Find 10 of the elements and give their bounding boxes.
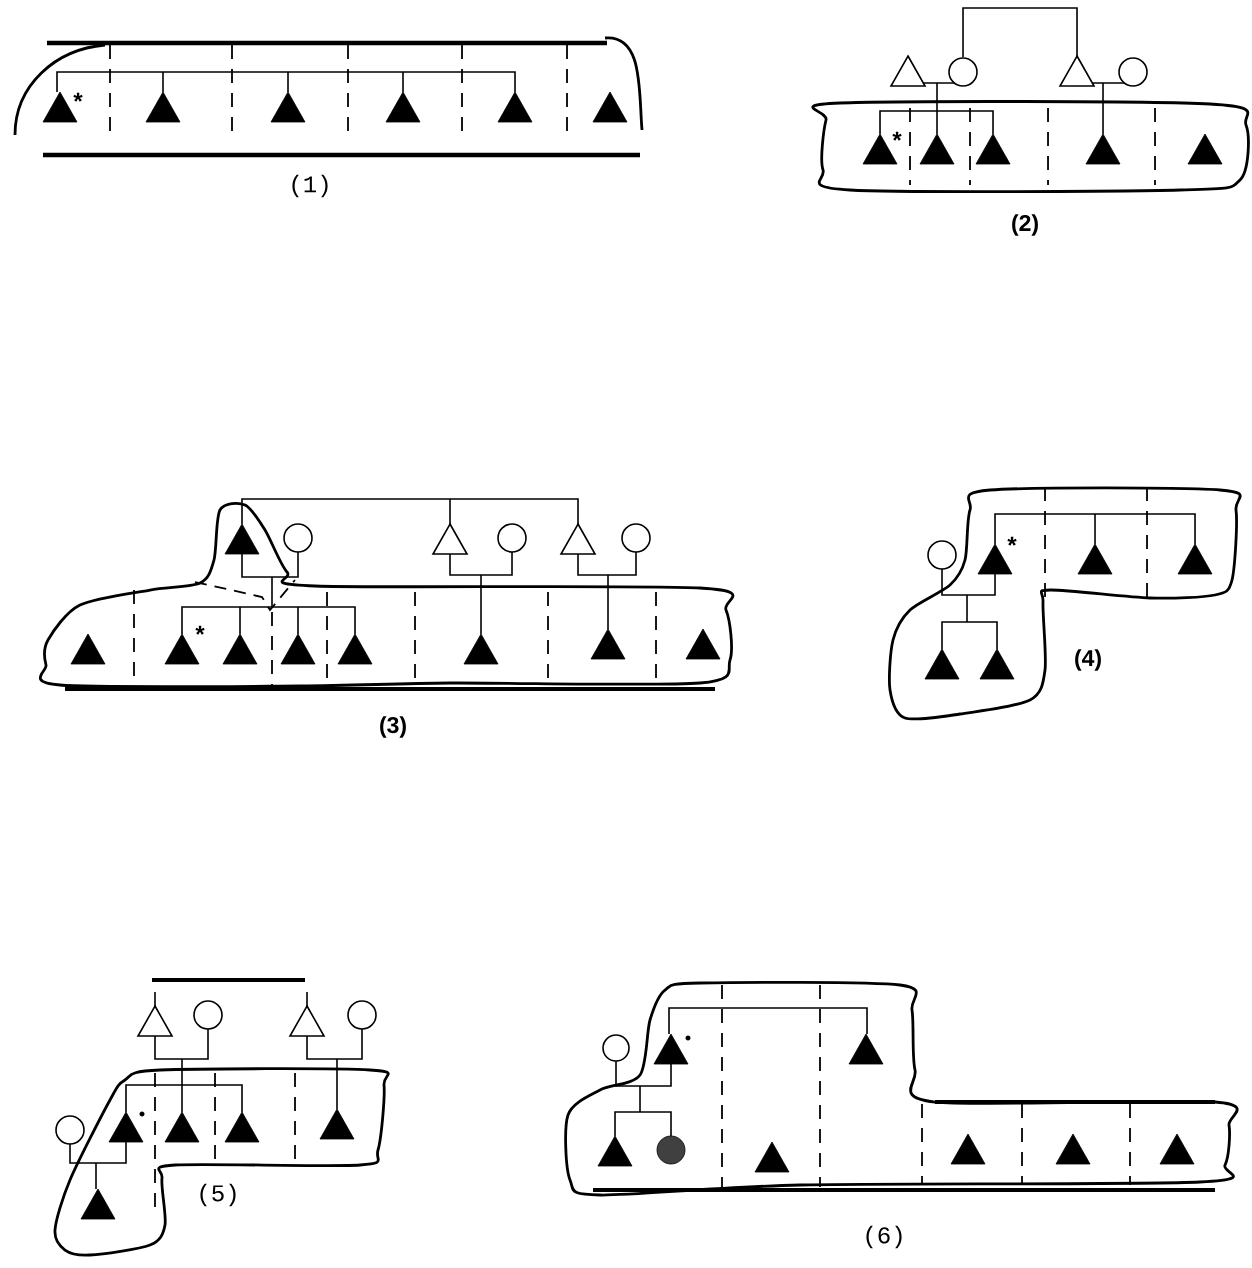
panel-number: (1) xyxy=(292,174,328,198)
panel-number: (5) xyxy=(200,1183,236,1207)
panel-number: (6) xyxy=(866,1225,902,1249)
asterisk: * xyxy=(1007,536,1017,546)
panel-number: (4) xyxy=(1075,649,1101,671)
asterisk: * xyxy=(892,131,902,141)
panel-number: (2) xyxy=(1012,214,1038,236)
panel-number: (3) xyxy=(380,716,406,738)
asterisk: * xyxy=(195,625,205,635)
asterisk: * xyxy=(73,92,83,102)
